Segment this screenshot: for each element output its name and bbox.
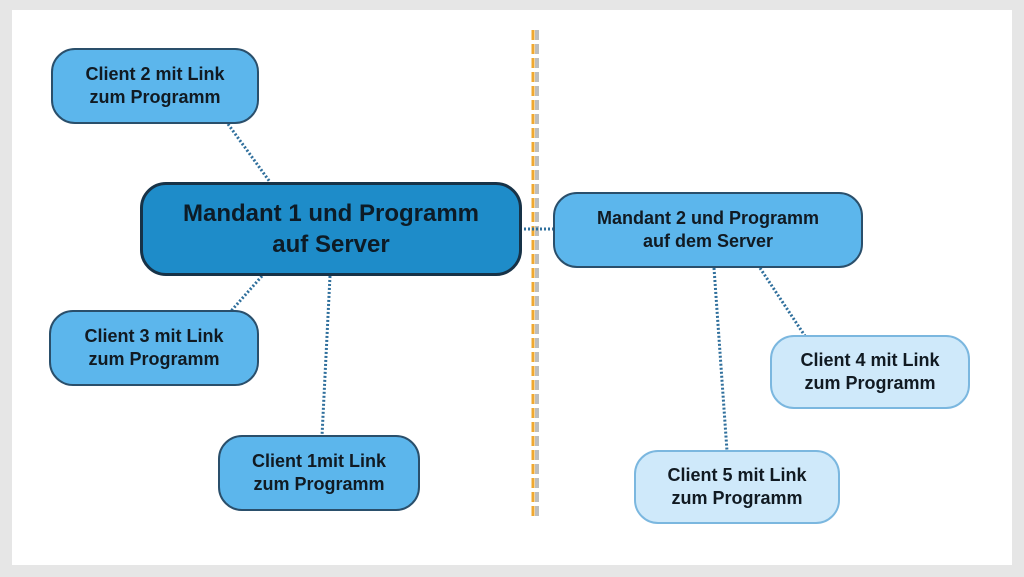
server-node-mandant2-line2: auf dem Server bbox=[642, 231, 774, 251]
client-node-5: Client 5 mit Link zum Programm bbox=[634, 450, 840, 524]
connector-client4 bbox=[758, 267, 807, 337]
client-node-1-line2: zum Programm bbox=[253, 474, 385, 494]
client-node-4: Client 4 mit Link zum Programm bbox=[770, 335, 970, 409]
server-node-mandant2-line1: Mandant 2 und Programm bbox=[596, 207, 820, 228]
client-node-2-line2: zum Programm bbox=[89, 87, 221, 107]
client-node-3-line1: Client 3 mit Link bbox=[84, 325, 224, 346]
client-node-2: Client 2 mit Link zum Programm bbox=[51, 48, 259, 124]
connector-client2 bbox=[226, 123, 272, 183]
server-node-mandant1-line2: auf Server bbox=[272, 231, 390, 258]
client-node-4-line2: zum Programm bbox=[804, 373, 936, 393]
client-node-2-line1: Client 2 mit Link bbox=[85, 63, 225, 84]
server-node-mandant2: Mandant 2 und Programm auf dem Server bbox=[553, 192, 863, 268]
connector-client5 bbox=[712, 267, 729, 452]
client-node-4-line1: Client 4 mit Link bbox=[800, 349, 940, 370]
client-node-5-line2: zum Programm bbox=[671, 488, 803, 508]
client-node-1: Client 1mit Link zum Programm bbox=[218, 435, 420, 511]
server-node-mandant1-line1: Mandant 1 und Programm bbox=[182, 199, 480, 227]
client-node-5-line1: Client 5 mit Link bbox=[667, 464, 807, 485]
server-node-mandant1: Mandant 1 und Programm auf Server bbox=[140, 182, 522, 276]
client-node-3: Client 3 mit Link zum Programm bbox=[49, 310, 259, 386]
client-node-3-line2: zum Programm bbox=[88, 349, 220, 369]
connector-client1 bbox=[320, 275, 332, 437]
connector-client3 bbox=[229, 275, 264, 312]
client-node-1-line1: Client 1mit Link bbox=[251, 450, 386, 471]
